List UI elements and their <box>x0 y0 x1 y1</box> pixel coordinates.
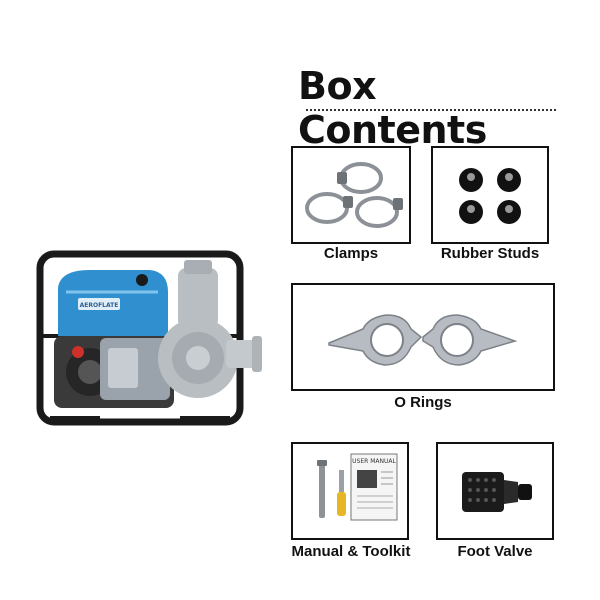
o-rings-label: O Rings <box>394 394 452 411</box>
foot-valve-image <box>462 472 532 512</box>
manual-title: USER MANUAL <box>352 458 396 465</box>
manual-toolkit-image: USER MANUAL <box>317 453 398 521</box>
clamps-label: Clamps <box>323 245 379 262</box>
foot-valve-box <box>436 442 554 540</box>
clamps-image <box>305 162 403 228</box>
foot-valve-label: Foot Valve <box>457 543 533 560</box>
manual-toolkit-box: USER MANUAL <box>291 442 409 540</box>
water-pump-image: AEROFLATE <box>36 250 262 426</box>
o-rings-box <box>291 283 555 391</box>
page-title: Box Contents <box>298 64 487 152</box>
rubber-studs-label: Rubber Studs <box>440 245 540 262</box>
manual-toolkit-label: Manual & Toolkit <box>291 543 411 560</box>
rubber-studs-box <box>431 146 549 244</box>
pump-brand-label: AEROFLATE <box>80 302 119 309</box>
o-rings-image <box>328 314 518 366</box>
title-underline <box>306 109 556 111</box>
clamps-box <box>291 146 411 244</box>
rubber-studs-image <box>459 168 521 224</box>
